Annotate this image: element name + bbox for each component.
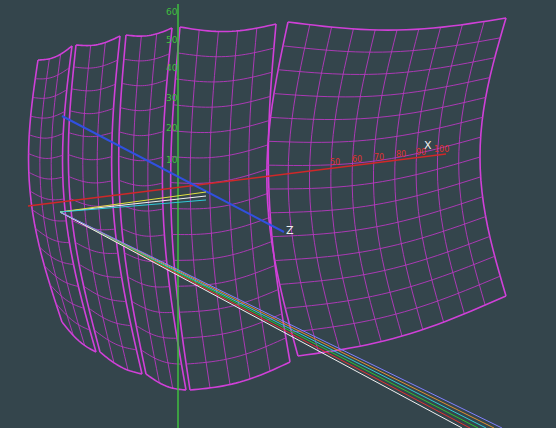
mesh-line	[126, 28, 172, 36]
axis-tick: 80	[396, 151, 406, 159]
mesh-line	[172, 217, 270, 234]
mesh-line	[94, 330, 136, 350]
mesh-line	[285, 256, 494, 308]
mesh-line	[29, 154, 63, 159]
mesh-line	[35, 228, 69, 242]
mesh-line	[29, 60, 62, 322]
axis-line	[62, 116, 284, 232]
mesh-line	[352, 30, 381, 342]
mesh-line	[288, 18, 506, 30]
mesh-line	[128, 277, 170, 287]
mesh-line	[274, 78, 490, 97]
mesh-line	[174, 241, 273, 260]
mesh-line	[271, 97, 486, 119]
rays	[60, 192, 502, 428]
mesh-line	[186, 338, 286, 364]
mesh-line	[70, 108, 114, 113]
mesh-line	[271, 197, 483, 237]
axis-tick: 50	[330, 159, 340, 167]
axis-tick: 50	[166, 36, 177, 45]
mesh-line	[35, 68, 69, 79]
wireframe-mesh	[29, 18, 506, 390]
ray-line	[60, 212, 494, 428]
mesh-line	[79, 264, 122, 277]
mesh-line	[146, 374, 186, 390]
mesh-line	[278, 58, 495, 75]
mesh-line	[69, 177, 112, 183]
mesh-line	[178, 48, 274, 57]
mesh-line	[120, 106, 165, 111]
mesh-line	[68, 155, 111, 160]
mesh-line	[31, 112, 65, 119]
mesh-line	[74, 60, 118, 68]
mesh-line	[180, 24, 276, 32]
mesh-line	[119, 180, 162, 186]
axis-tick: 60	[166, 8, 177, 17]
mesh-line	[84, 286, 126, 301]
mesh-line	[33, 90, 67, 99]
mesh-line	[29, 133, 63, 138]
mesh-line	[171, 145, 268, 158]
axis-name: Z	[286, 225, 294, 236]
ray-line	[60, 212, 470, 428]
mesh-line	[275, 217, 486, 261]
mesh-line	[72, 84, 116, 91]
mesh-line	[133, 36, 159, 383]
mesh-line	[44, 266, 78, 287]
mesh-line	[124, 54, 170, 61]
mesh-line	[416, 27, 444, 322]
ray-line	[60, 196, 206, 212]
ray-line	[60, 212, 486, 428]
mesh-line	[122, 80, 167, 86]
mesh-line	[292, 276, 501, 332]
mesh-line	[172, 121, 269, 133]
axis-tick: 20	[166, 124, 177, 133]
mesh-line	[69, 133, 112, 137]
mesh-line	[76, 36, 120, 46]
axis-tick: 90	[416, 149, 426, 157]
mesh-line	[119, 131, 163, 135]
mesh-line	[171, 193, 269, 209]
ray-line	[60, 212, 502, 428]
mesh-line	[283, 38, 500, 52]
mesh-line	[29, 172, 63, 179]
mesh-line	[173, 96, 270, 107]
mesh-line	[50, 285, 84, 309]
axis-tick: 70	[374, 154, 384, 162]
axis-tick: 60	[352, 156, 362, 164]
mesh-line	[38, 46, 72, 60]
axis-tick: 100	[434, 146, 449, 154]
ray-line	[60, 192, 206, 212]
mesh-line	[136, 326, 177, 339]
mesh-line	[268, 117, 482, 142]
mesh-line	[132, 301, 173, 312]
mesh-line	[298, 296, 506, 356]
mesh-line	[62, 322, 96, 352]
axes	[28, 4, 446, 428]
mesh-line	[30, 191, 64, 200]
axis-tick: 30	[166, 94, 177, 103]
mesh-line	[40, 59, 73, 336]
mesh-line	[190, 362, 290, 390]
axis-line	[177, 4, 179, 428]
mesh-line	[175, 72, 272, 82]
mesh-line	[141, 350, 181, 364]
mesh-line	[56, 303, 90, 330]
mesh-line	[89, 308, 131, 326]
ray-line	[60, 212, 462, 428]
ray-line	[60, 212, 478, 428]
mesh-line	[75, 242, 118, 253]
mesh-line	[280, 236, 490, 284]
axis-line	[28, 154, 446, 206]
ray-line	[60, 200, 206, 212]
axis-tick: 10	[166, 156, 177, 165]
mesh-line	[267, 137, 481, 165]
axis-tick: 40	[166, 64, 177, 73]
mesh-line	[100, 352, 142, 374]
mesh-line	[40, 247, 74, 264]
mesh-line	[122, 229, 165, 237]
